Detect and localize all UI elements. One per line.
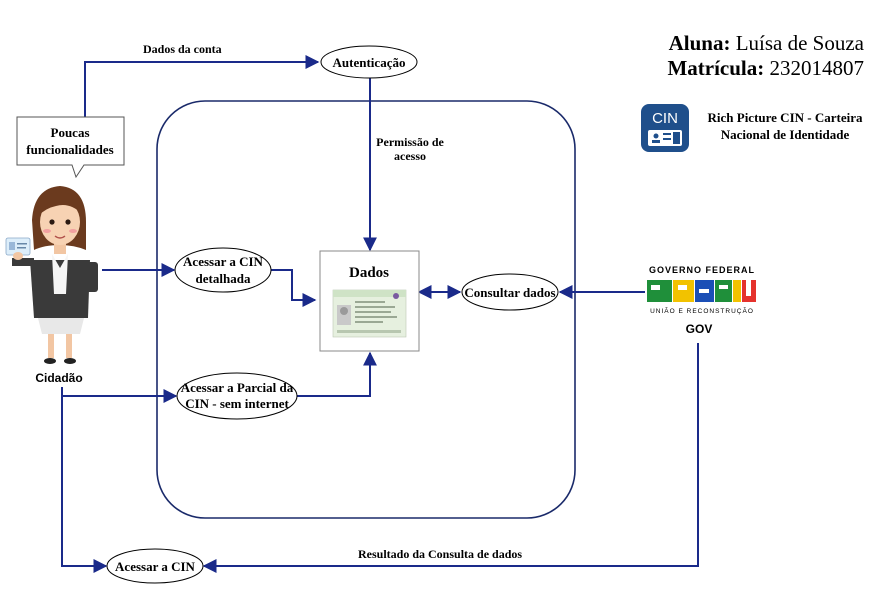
author-name-label: Aluna: bbox=[668, 31, 731, 55]
svg-text:Consultar dados: Consultar dados bbox=[464, 285, 555, 300]
gov-logo: GOVERNO FEDERAL UNIÃO E RECONSTRUÇÃO bbox=[647, 265, 756, 315]
author-id-line: Matrícula: 232014807 bbox=[667, 56, 864, 81]
gov-label: GOV bbox=[686, 322, 713, 336]
citizen-figure bbox=[5, 186, 98, 364]
node-acessar-detalhada: Acessar a CIN detalhada bbox=[174, 247, 272, 293]
author-block: Aluna: Luísa de Souza Matrícula: 2320148… bbox=[667, 31, 864, 81]
edge-label-permissao-1: Permissão de bbox=[376, 135, 444, 149]
svg-text:Acessar a CIN: Acessar a CIN bbox=[183, 254, 264, 269]
id-card-image bbox=[332, 289, 407, 338]
svg-text:CIN: CIN bbox=[652, 110, 678, 127]
svg-text:Acessar a CIN: Acessar a CIN bbox=[115, 559, 196, 574]
svg-text:Poucas: Poucas bbox=[51, 125, 90, 140]
author-name-line: Aluna: Luísa de Souza bbox=[667, 31, 864, 56]
system-boundary bbox=[156, 100, 576, 519]
svg-text:CIN - sem internet: CIN - sem internet bbox=[185, 396, 289, 411]
author-id: 232014807 bbox=[769, 56, 865, 80]
page-title: Rich Picture CIN - Carteira Nacional de … bbox=[707, 110, 863, 142]
node-dados: Dados bbox=[319, 250, 420, 352]
edge-parcial-to-dados bbox=[296, 351, 377, 397]
edge-label-dados-conta: Dados da conta bbox=[143, 42, 222, 56]
node-acessar-parcial: Acessar a Parcial da CIN - sem internet bbox=[176, 372, 298, 420]
node-acessar-cin: Acessar a CIN bbox=[106, 548, 204, 584]
edge-label-permissao-2: acesso bbox=[394, 149, 426, 163]
svg-text:funcionalidades: funcionalidades bbox=[26, 142, 113, 157]
edge-bubble-to-autenticacao bbox=[84, 55, 320, 117]
author-id-label: Matrícula: bbox=[667, 56, 765, 80]
edge-detalhada-to-dados bbox=[270, 269, 317, 307]
svg-text:UNIÃO E RECONSTRUÇÃO: UNIÃO E RECONSTRUÇÃO bbox=[650, 306, 754, 315]
svg-text:Acessar a Parcial da: Acessar a Parcial da bbox=[181, 380, 294, 395]
svg-text:Dados: Dados bbox=[349, 265, 389, 281]
edge-gov-to-acessar-cin bbox=[202, 343, 699, 573]
citizen-label: Cidadão bbox=[35, 371, 82, 385]
edge-label-resultado: Resultado da Consulta de dados bbox=[358, 547, 522, 561]
svg-text:detalhada: detalhada bbox=[196, 271, 251, 286]
edge-citizen-to-acessar-cin bbox=[61, 387, 108, 573]
edge-citizen-to-parcial bbox=[61, 387, 178, 403]
speech-bubble: Poucas funcionalidades bbox=[16, 116, 125, 179]
svg-text:GOVERNO FEDERAL: GOVERNO FEDERAL bbox=[649, 265, 755, 275]
node-autenticacao: Autenticação bbox=[320, 45, 418, 79]
author-name: Luísa de Souza bbox=[735, 31, 864, 55]
cin-card-icon: CIN bbox=[641, 104, 689, 152]
node-consultar-dados: Consultar dados bbox=[461, 273, 559, 311]
svg-text:Autenticação: Autenticação bbox=[333, 55, 406, 70]
